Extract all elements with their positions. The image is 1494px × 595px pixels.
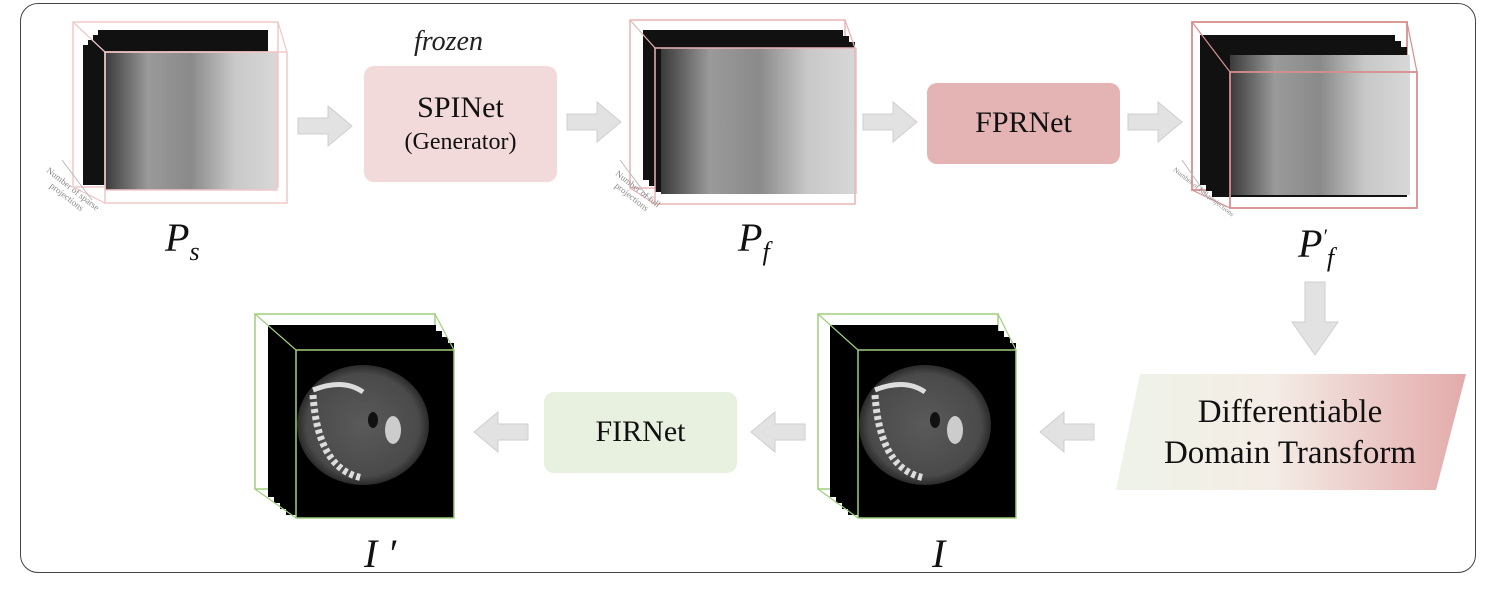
- firnet-box: FIRNet: [544, 392, 737, 473]
- fprnet-box: FPRNet: [927, 83, 1120, 164]
- pf-projection-stack: [619, 19, 857, 205]
- ddt-line2: Domain Transform: [1163, 435, 1417, 472]
- spinet-subtitle: (Generator): [404, 129, 517, 156]
- spinet-title: SPINet: [417, 90, 504, 124]
- ps-projection-stack: [61, 21, 288, 204]
- ip-ct-stack: [254, 313, 455, 519]
- arrow-pf-to-fprnet: [862, 100, 918, 144]
- arrow-ddt-to-i: [1039, 410, 1095, 454]
- arrow-i-to-firnet: [750, 410, 806, 454]
- arrow-spinet-to-pf: [566, 100, 622, 144]
- ps-label: Ps: [165, 215, 200, 266]
- arrow-pfp-to-ddt: [1291, 281, 1339, 356]
- ddt-line1: Differentiable: [1197, 394, 1383, 430]
- i-ct-stack: [817, 313, 1017, 519]
- arrow-ps-to-spinet: [297, 104, 353, 148]
- firnet-title: FIRNet: [595, 415, 686, 449]
- diagram-frame: [20, 3, 1476, 573]
- pf-label: Pf: [738, 215, 770, 266]
- ddt-shape: [1116, 374, 1466, 490]
- ddt-label: Differentiable Domain Transform: [1130, 392, 1450, 475]
- pfp-label: P′f: [1298, 221, 1335, 272]
- pfp-projection-stack: [1181, 21, 1418, 209]
- arrow-firnet-to-ip: [473, 410, 529, 454]
- frozen-annotation: frozen: [414, 26, 483, 57]
- ip-label: I ′: [364, 531, 397, 576]
- i-label: I: [932, 531, 946, 576]
- arrow-fprnet-to-pfp: [1127, 100, 1183, 144]
- fprnet-title: FPRNet: [975, 106, 1072, 140]
- spinet-box: SPINet (Generator): [364, 66, 557, 182]
